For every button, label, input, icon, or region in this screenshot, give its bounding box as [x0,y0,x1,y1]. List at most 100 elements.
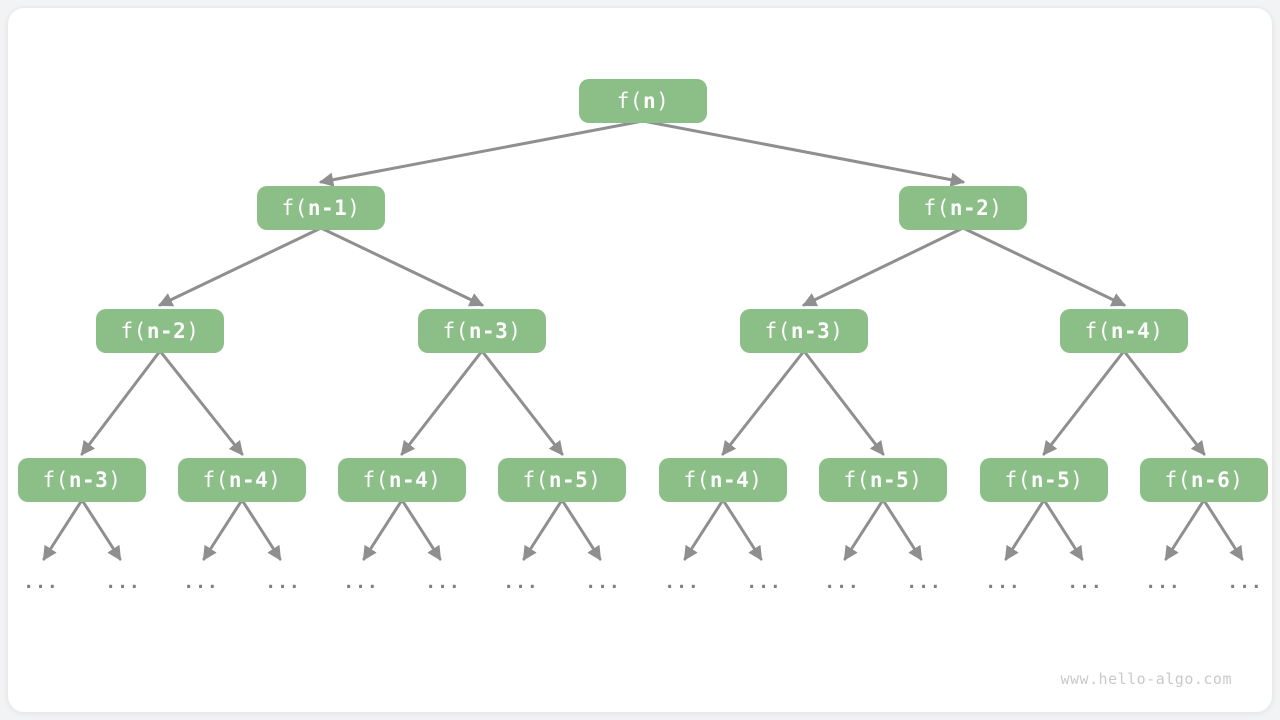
ellipsis: ... [183,572,219,593]
node-label-argument: n-5 [869,467,910,492]
node-label-argument: n-1 [307,195,348,220]
arrow [319,226,484,307]
arrow [1042,498,1084,561]
node-label-suffix: ) [830,318,844,343]
node-label-prefix: f( [42,467,69,492]
ellipsis: ... [503,572,539,593]
node-label-argument: n [642,88,657,113]
node-label-argument: n-6 [1190,467,1231,492]
arrow [802,349,885,456]
node-label-argument: n-4 [228,467,269,492]
node-label-suffix: ) [588,467,602,492]
node-label-prefix: f( [442,318,469,343]
arrow [881,498,923,561]
arrow [961,226,1126,307]
node-label-argument: n-3 [68,467,109,492]
ellipsis: ... [343,572,379,593]
node-label-suffix: ) [108,467,122,492]
arrow [721,498,763,561]
edges-layer [42,119,1244,561]
node-label-argument: n-4 [1110,318,1151,343]
tree-node-n3: f(n-2) [96,309,224,353]
arrow [318,119,645,187]
node-label-suffix: ) [749,467,763,492]
arrow [400,349,484,456]
ellipsis: ... [746,572,782,593]
ellipsis: ... [265,572,301,593]
node-label-argument: n-3 [790,318,831,343]
arrow [202,498,244,561]
arrow [641,119,966,187]
arrow [1004,498,1046,561]
ellipsis: ... [1145,572,1181,593]
node-label-suffix: ) [508,318,522,343]
arrow [1042,349,1126,456]
node-label-prefix: f( [843,467,870,492]
node-label-prefix: f( [281,195,308,220]
arrow [362,498,404,561]
arrow [560,498,602,561]
tree-node-n1: f(n-1) [257,186,385,230]
ellipsis: ... [585,572,621,593]
arrow [843,498,885,561]
diagram-card: f(n)f(n-1)f(n-2)f(n-2)f(n-3)f(n-3)f(n-4)… [7,7,1273,713]
tree-node-n7: f(n-3) [18,458,146,502]
arrow [42,498,84,561]
node-label-prefix: f( [362,467,389,492]
node-label-argument: n-4 [388,467,429,492]
tree-node-n10: f(n-5) [498,458,626,502]
tree-node-n11: f(n-4) [659,458,787,502]
node-label-argument: n-5 [548,467,589,492]
node-label-argument: n-2 [949,195,990,220]
node-label-prefix: f( [1084,318,1111,343]
node-label-argument: n-2 [146,318,187,343]
arrow [683,498,725,561]
node-label-suffix: ) [1070,467,1084,492]
arrow [802,226,965,307]
node-label-prefix: f( [522,467,549,492]
ellipsis: ... [105,572,141,593]
node-label-suffix: ) [268,467,282,492]
node-label-suffix: ) [656,88,670,113]
node-label-prefix: f( [1004,467,1031,492]
arrow [1202,498,1244,561]
node-label-suffix: ) [428,467,442,492]
node-label-suffix: ) [1230,467,1244,492]
ellipsis: ... [664,572,700,593]
tree-node-n5: f(n-3) [740,309,868,353]
node-label-prefix: f( [923,195,950,220]
arrow [1122,349,1206,456]
tree-node-n4: f(n-3) [418,309,546,353]
watermark: www.hello-algo.com [1060,670,1232,688]
node-label-prefix: f( [202,467,229,492]
arrow [80,349,162,456]
tree-node-n12: f(n-5) [819,458,947,502]
ellipsis: ... [23,572,59,593]
ellipsis: ... [425,572,461,593]
tree-node-n13: f(n-5) [980,458,1108,502]
arrow [240,498,282,561]
arrow [80,498,122,561]
node-label-suffix: ) [909,467,923,492]
ellipsis: ... [985,572,1021,593]
arrow [480,349,564,456]
node-label-prefix: f( [616,88,643,113]
node-label-suffix: ) [186,318,200,343]
node-label-argument: n-5 [1030,467,1071,492]
arrow-group [42,119,1244,561]
node-label-argument: n-4 [709,467,750,492]
arrow [721,349,806,456]
node-label-prefix: f( [1164,467,1191,492]
node-label-prefix: f( [764,318,791,343]
node-label-argument: n-3 [468,318,509,343]
tree-node-n8: f(n-4) [178,458,306,502]
tree-node-n0: f(n) [579,79,707,123]
ellipsis: ... [1227,572,1263,593]
node-label-suffix: ) [1150,318,1164,343]
arrow [158,226,323,307]
tree-node-n6: f(n-4) [1060,309,1188,353]
ellipsis: ... [906,572,942,593]
ellipsis: ... [824,572,860,593]
tree-node-n2: f(n-2) [899,186,1027,230]
arrow [400,498,442,561]
